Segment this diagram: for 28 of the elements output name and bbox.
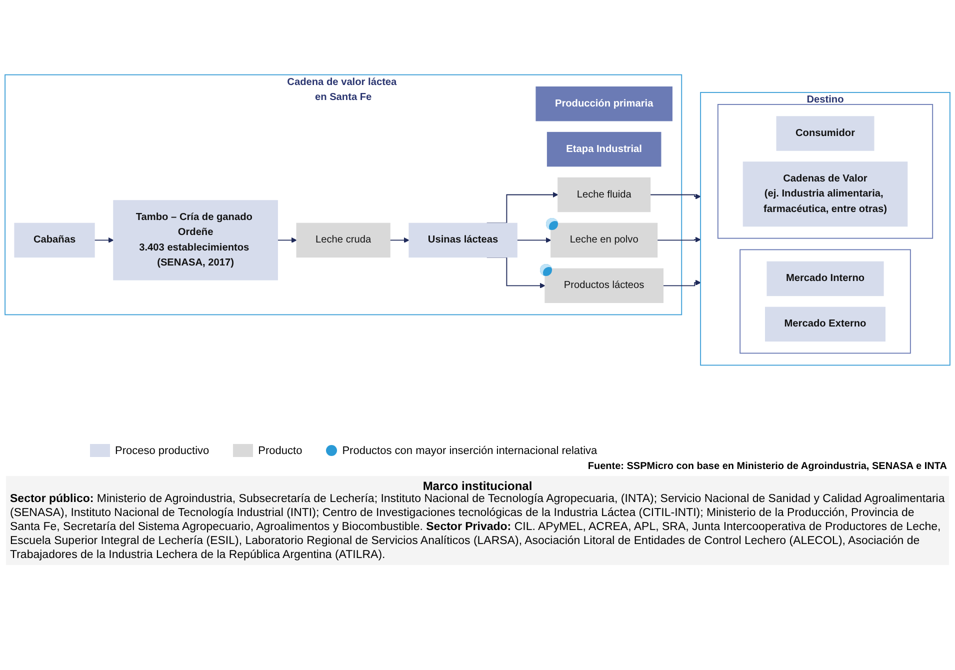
cluster [717,104,934,239]
node-box: Cadenas de Valor (ej. Industria alimentaria, farmacéutica, entre otras) [742,162,908,227]
source-note: Fuente: SSPMicro con base en Ministerio de Agroindustria, SENASA e INTA [588,461,947,472]
arrow [656,236,701,242]
legend-label: Proceso productivo [115,444,210,456]
node-box: Consumidor [776,116,874,151]
node-box: Mercado Externo [765,306,886,342]
section-heading: Marco institucional [422,479,532,493]
node-box: Leche fluida [558,177,651,212]
node-box: Productos lácteos [544,268,664,304]
legend-label: Producto [258,444,302,456]
node-box: Mercado Interno [766,261,884,296]
arrow [277,237,297,243]
cluster [740,249,911,354]
arrow [390,237,410,243]
node-box: Tambo – Cría de ganado Ordeñe 3.403 establecimientos (SENASA, 2017) [113,200,278,280]
legend-label: Productos con mayor inserción internacional relativa [342,444,598,456]
arrow [662,280,701,286]
node-box: Usinas lácteas [408,222,518,258]
body-paragraph: Sector público: Ministerio de Agroindustria, Subsecretaría de Lechería; Instituto Nacional de Tecnología Agropecuaria, (INTA); Servicio Nacional de Sanidad y Calidad Agroalimentaria (SENASA), Instituto Nacional de Tecnología Industrial (INTI); Centro de Investigaciones tecnológicas de la Industria Láctea (CITIL-INTI); Ministerio de la Producción, Provincia de Santa Fe, Secretaría del Sistema Agropecuario, Agroalimentos y Biocombustible. Sector Privado: CIL. APyMEL, ACREA, APL, SRA, Junta Intercooperativa de Productores de Leche, Escuela Superior Integral de Lechería (ESIL), Laboratorio Regional de Servicios Analíticos (LARSA), Asociación Litoral de Entidades de Control Lechero (ALECOL), Asociación de Trabajadores de la Industria Lechera de la República Argentina (ATILRA). [10,493,945,562]
node-box: Cabañas [14,222,95,258]
node-box: Leche en polvo [550,222,658,258]
node-box: Etapa Industrial [546,132,662,167]
arrow [650,194,701,200]
arrow [94,237,114,243]
node-box: Producción primaria [536,86,672,122]
node-box: Leche cruda [296,222,390,258]
arrow [516,237,552,243]
